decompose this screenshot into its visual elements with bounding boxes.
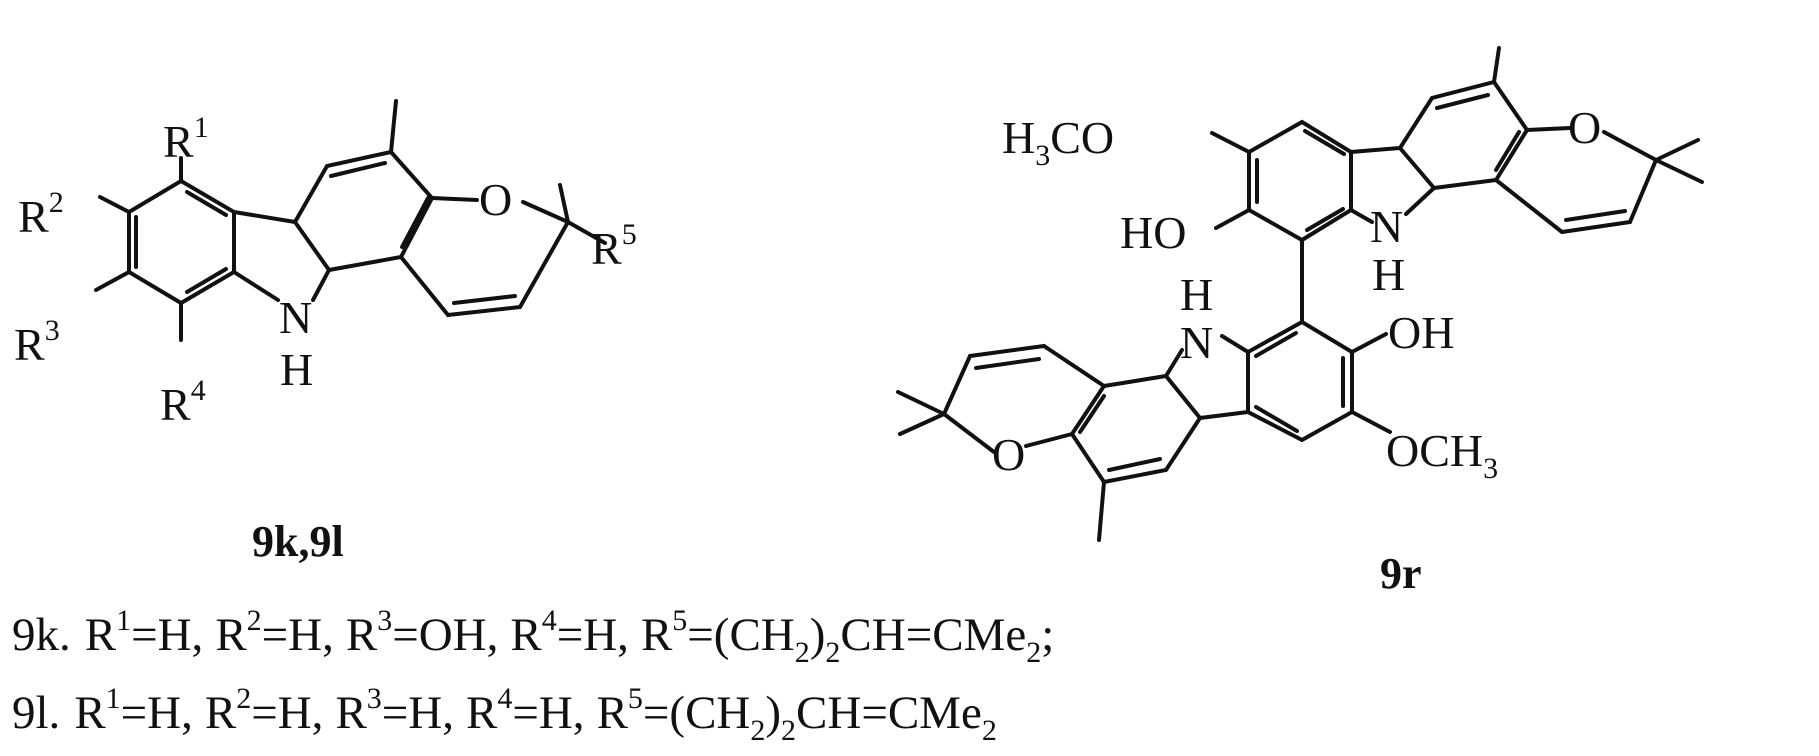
svg-text:R3: R3 — [14, 314, 60, 370]
svg-text:R1: R1 — [163, 111, 209, 167]
nh-hydrogen-label: H — [280, 344, 313, 395]
hydrogen-top-label: H — [1372, 249, 1405, 300]
svg-text:R2: R2 — [18, 186, 64, 242]
oxygen-top-label: O — [1568, 102, 1601, 153]
caption-9r: 9r — [1380, 549, 1422, 598]
nitrogen-bottom-label: N — [1180, 317, 1213, 368]
nitrogen-top-label: N — [1370, 201, 1403, 252]
structure-9r-bonds — [896, 46, 1704, 542]
svg-text:H3CO: H3CO — [1002, 112, 1114, 172]
r3-label: R — [14, 319, 45, 370]
r5-label: R — [591, 223, 622, 274]
r4-label: R — [160, 379, 191, 430]
structure-9k-9l-labels: R1 R2 R3 R4 R5 O N H — [14, 111, 637, 430]
legend-line-9k: 9k.R1=H,R2=H,R3=OH,R4=H,R5=(CH2)2CH=CMe2… — [12, 604, 1054, 669]
oxygen-bottom-label: O — [992, 429, 1025, 480]
ho-label: HO — [1120, 207, 1186, 258]
svg-text:R5: R5 — [591, 218, 637, 274]
r2-label: R — [18, 191, 49, 242]
h3co-label: H — [1002, 112, 1035, 163]
r1-label: R — [163, 116, 194, 167]
nitrogen-atom-label: N — [279, 292, 312, 343]
caption-9k-9l: 9k,9l — [252, 517, 344, 566]
structure-9r-labels: H3CO HO O N H H N OH O OCH3 — [992, 102, 1601, 485]
oh-label: OH — [1388, 307, 1454, 358]
och3-label: OCH — [1386, 425, 1483, 476]
hydrogen-bottom-label: H — [1180, 269, 1213, 320]
svg-text:R4: R4 — [160, 374, 206, 430]
svg-text:OCH3: OCH3 — [1386, 425, 1498, 485]
legend-line-9l: 9l.R1=H,R2=H,R3=H,R4=H,R5=(CH2)2CH=CMe2 — [12, 682, 997, 747]
structure-9k-9l-bonds — [94, 99, 607, 342]
oxygen-atom-label: O — [479, 174, 512, 225]
